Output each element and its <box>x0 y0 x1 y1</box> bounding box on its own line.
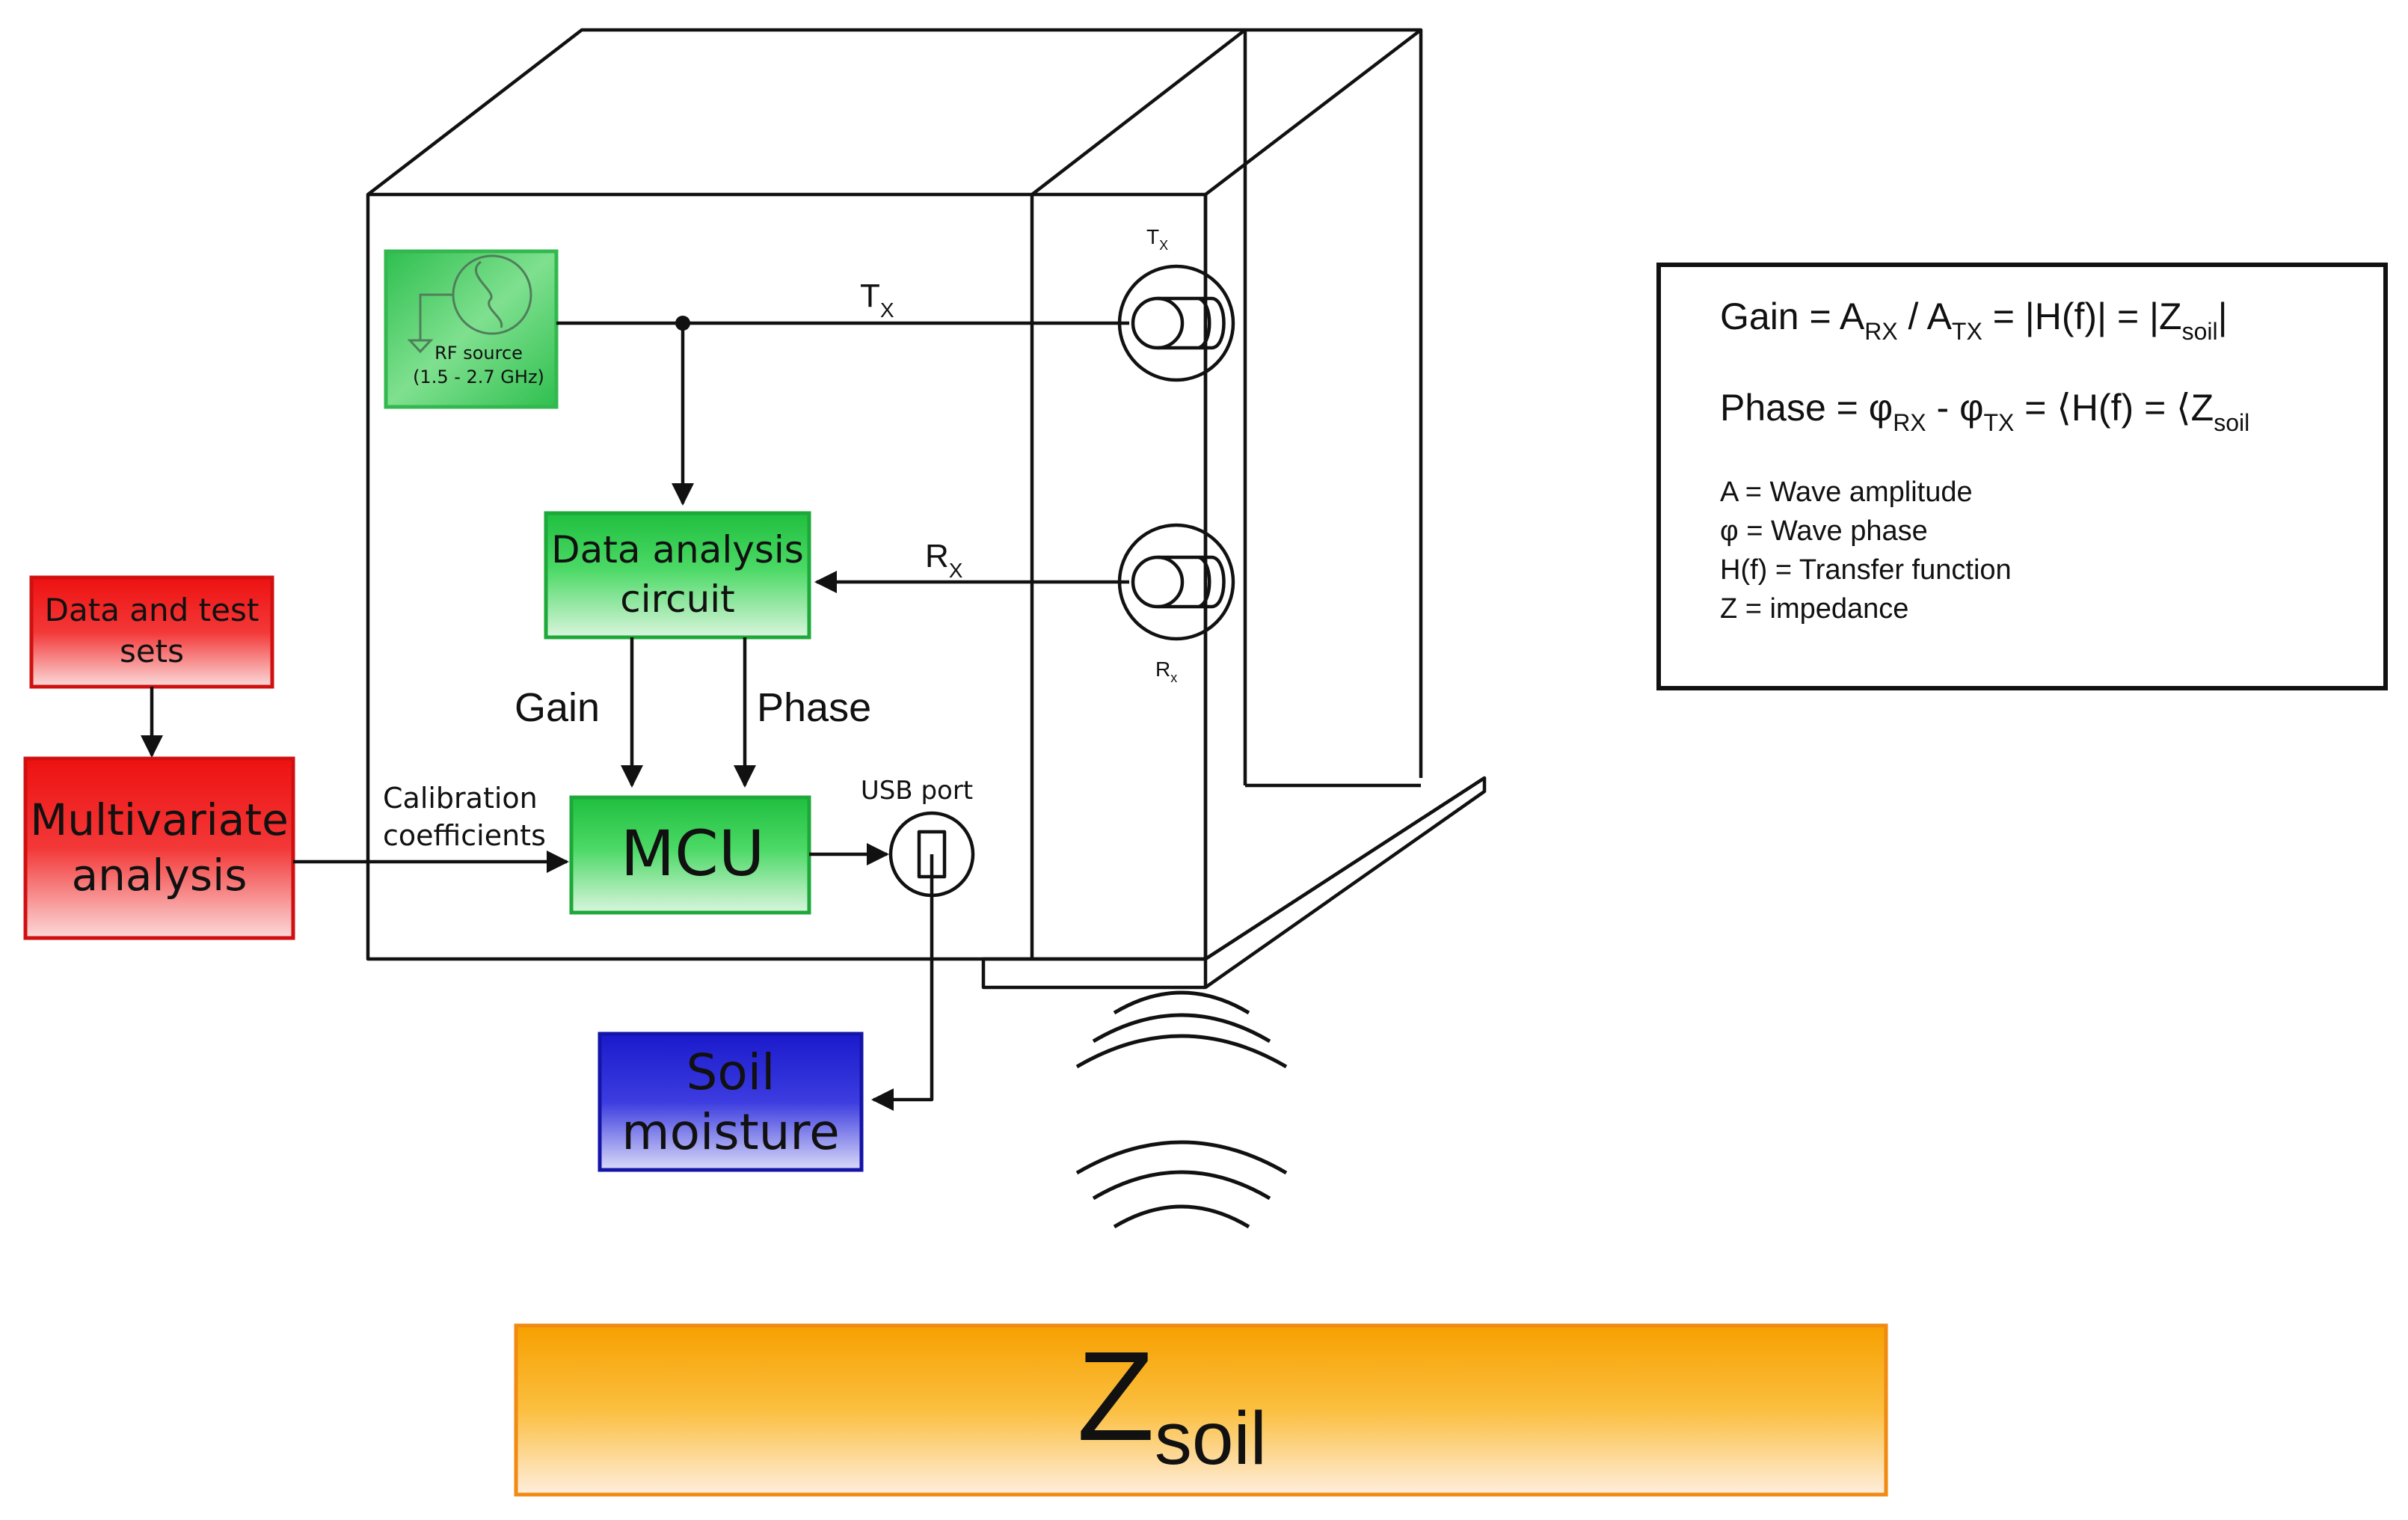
phase-formula: Phase = φRX - φTX = ⟨H(f) = ⟨Zsoil <box>1720 387 2249 436</box>
data-analysis-circuit-block: Data analysis circuit <box>544 511 811 640</box>
soil-moisture-block: Soil moisture <box>598 1032 864 1172</box>
data-test-sets-label-line1: Data and test <box>45 592 259 628</box>
rx-antenna-label: Rx <box>1155 658 1177 685</box>
calibration-label-line2: coefficients <box>383 819 546 852</box>
phase-label: Phase <box>757 685 871 730</box>
tx-antenna-label: TX <box>1146 225 1168 253</box>
radio-waves-icon <box>1075 990 1288 1229</box>
gain-formula: Gain = ARX / ATX = |H(f)| = |Zsoil| <box>1720 295 2228 345</box>
usb-port: USB port <box>861 776 975 898</box>
gain-label: Gain <box>515 685 600 730</box>
multivariate-analysis-block: Multivariate analysis <box>23 756 295 940</box>
gain-phase-paths: Gain Phase <box>515 637 871 788</box>
mcu-label: MCU <box>621 817 765 890</box>
usb-to-soil-moisture-path <box>871 854 934 1111</box>
tx-signal-path: TX <box>556 278 1129 506</box>
data-analysis-label-line2: circuit <box>620 577 735 621</box>
legend-transfer-function: H(f) = Transfer function <box>1720 554 2012 586</box>
soil-moisture-label-line1: Soil <box>687 1044 775 1101</box>
legend-amplitude: A = Wave amplitude <box>1720 476 1973 508</box>
soil-moisture-label-line2: moisture <box>621 1103 839 1161</box>
rf-source-frequency: (1.5 - 2.7 GHz) <box>413 367 544 387</box>
rx-signal-label: RX <box>925 538 963 582</box>
calibration-label-line1: Calibration <box>383 782 538 815</box>
device-housing <box>366 28 1487 990</box>
legend-phase: φ = Wave phase <box>1720 515 1928 547</box>
formula-box: Gain = ARX / ATX = |H(f)| = |Zsoil| Phas… <box>1656 263 2388 690</box>
multivariate-label-line2: analysis <box>72 850 248 901</box>
legend-impedance: Z = impedance <box>1720 593 1908 625</box>
soil-impedance-bar: Zsoil <box>514 1323 1888 1497</box>
tx-signal-label: TX <box>860 278 894 322</box>
data-test-sets-block: Data and test sets <box>29 575 274 689</box>
rf-source-block: RF source (1.5 - 2.7 GHz) <box>384 249 559 409</box>
data-test-sets-label-line2: sets <box>120 633 184 669</box>
usb-port-label: USB port <box>861 776 973 806</box>
soil-impedance-label: Zsoil <box>1077 1326 1267 1480</box>
data-analysis-label-line1: Data analysis <box>551 528 804 571</box>
sine-source-icon <box>407 254 532 354</box>
multivariate-label-line1: Multivariate <box>30 794 289 845</box>
rx-antenna: Rx <box>1117 523 1235 685</box>
tx-antenna: TX <box>1117 225 1235 382</box>
mcu-block: MCU <box>569 795 811 915</box>
rx-signal-path: RX <box>814 538 1129 593</box>
rf-source-label: RF source <box>434 343 523 364</box>
